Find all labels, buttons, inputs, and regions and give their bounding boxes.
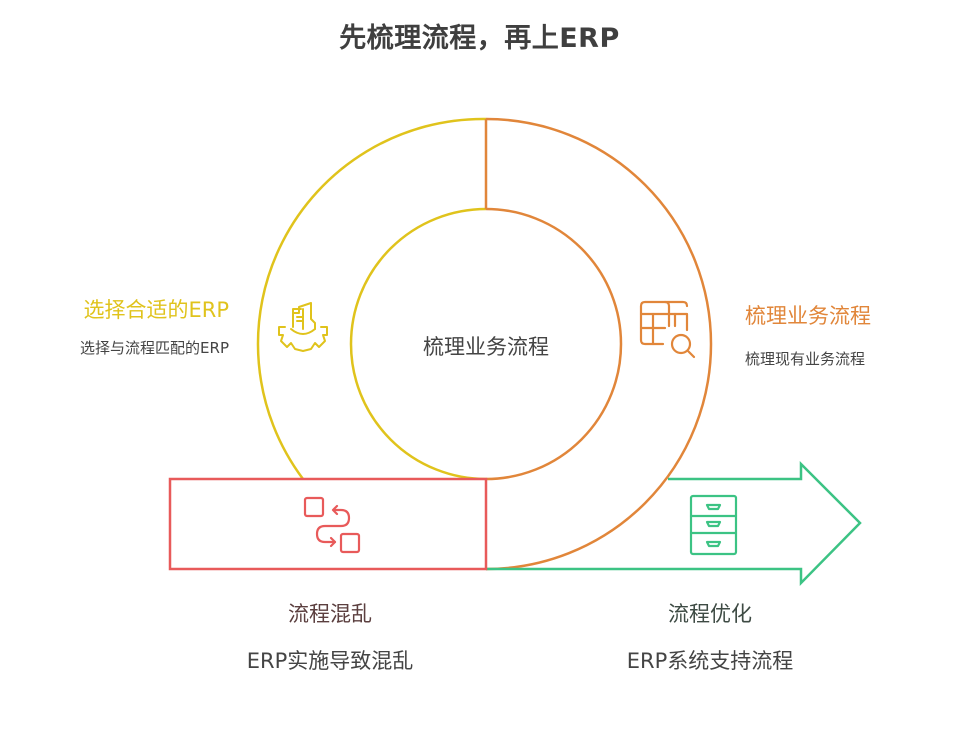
stage-description-sort-process: 梳理现有业务流程 <box>745 350 866 368</box>
outer-arc-orange <box>485 117 713 571</box>
inner-arc-yellow <box>349 207 487 481</box>
stage-heading-optimize: 流程优化 <box>668 602 752 626</box>
ring-segment-select-erp <box>256 117 487 481</box>
stage-heading-chaos: 流程混乱 <box>288 602 372 626</box>
box-chaos <box>168 477 488 571</box>
stage-description-select-erp: 选择与流程匹配的ERP <box>80 339 229 357</box>
arrow-optimize <box>486 460 862 587</box>
ring-segment-sort-process <box>484 117 713 571</box>
page-title: 先梳理流程，再上ERP <box>339 23 620 54</box>
stage-heading-select-erp: 选择合适的ERP <box>83 298 229 322</box>
outer-arc-yellow <box>256 117 487 480</box>
inner-arc-orange <box>485 207 623 481</box>
filing-cabinet-icon <box>689 494 738 556</box>
stage-description-optimize: ERP系统支持流程 <box>626 649 794 673</box>
swap-flow-icon <box>303 496 361 554</box>
stage-description-chaos: ERP实施导致混乱 <box>246 649 414 673</box>
stage-heading-sort-process: 梳理业务流程 <box>745 304 871 328</box>
building-gear-icon <box>278 302 328 352</box>
table-search-icon <box>639 300 696 359</box>
center-label: 梳理业务流程 <box>423 335 549 359</box>
